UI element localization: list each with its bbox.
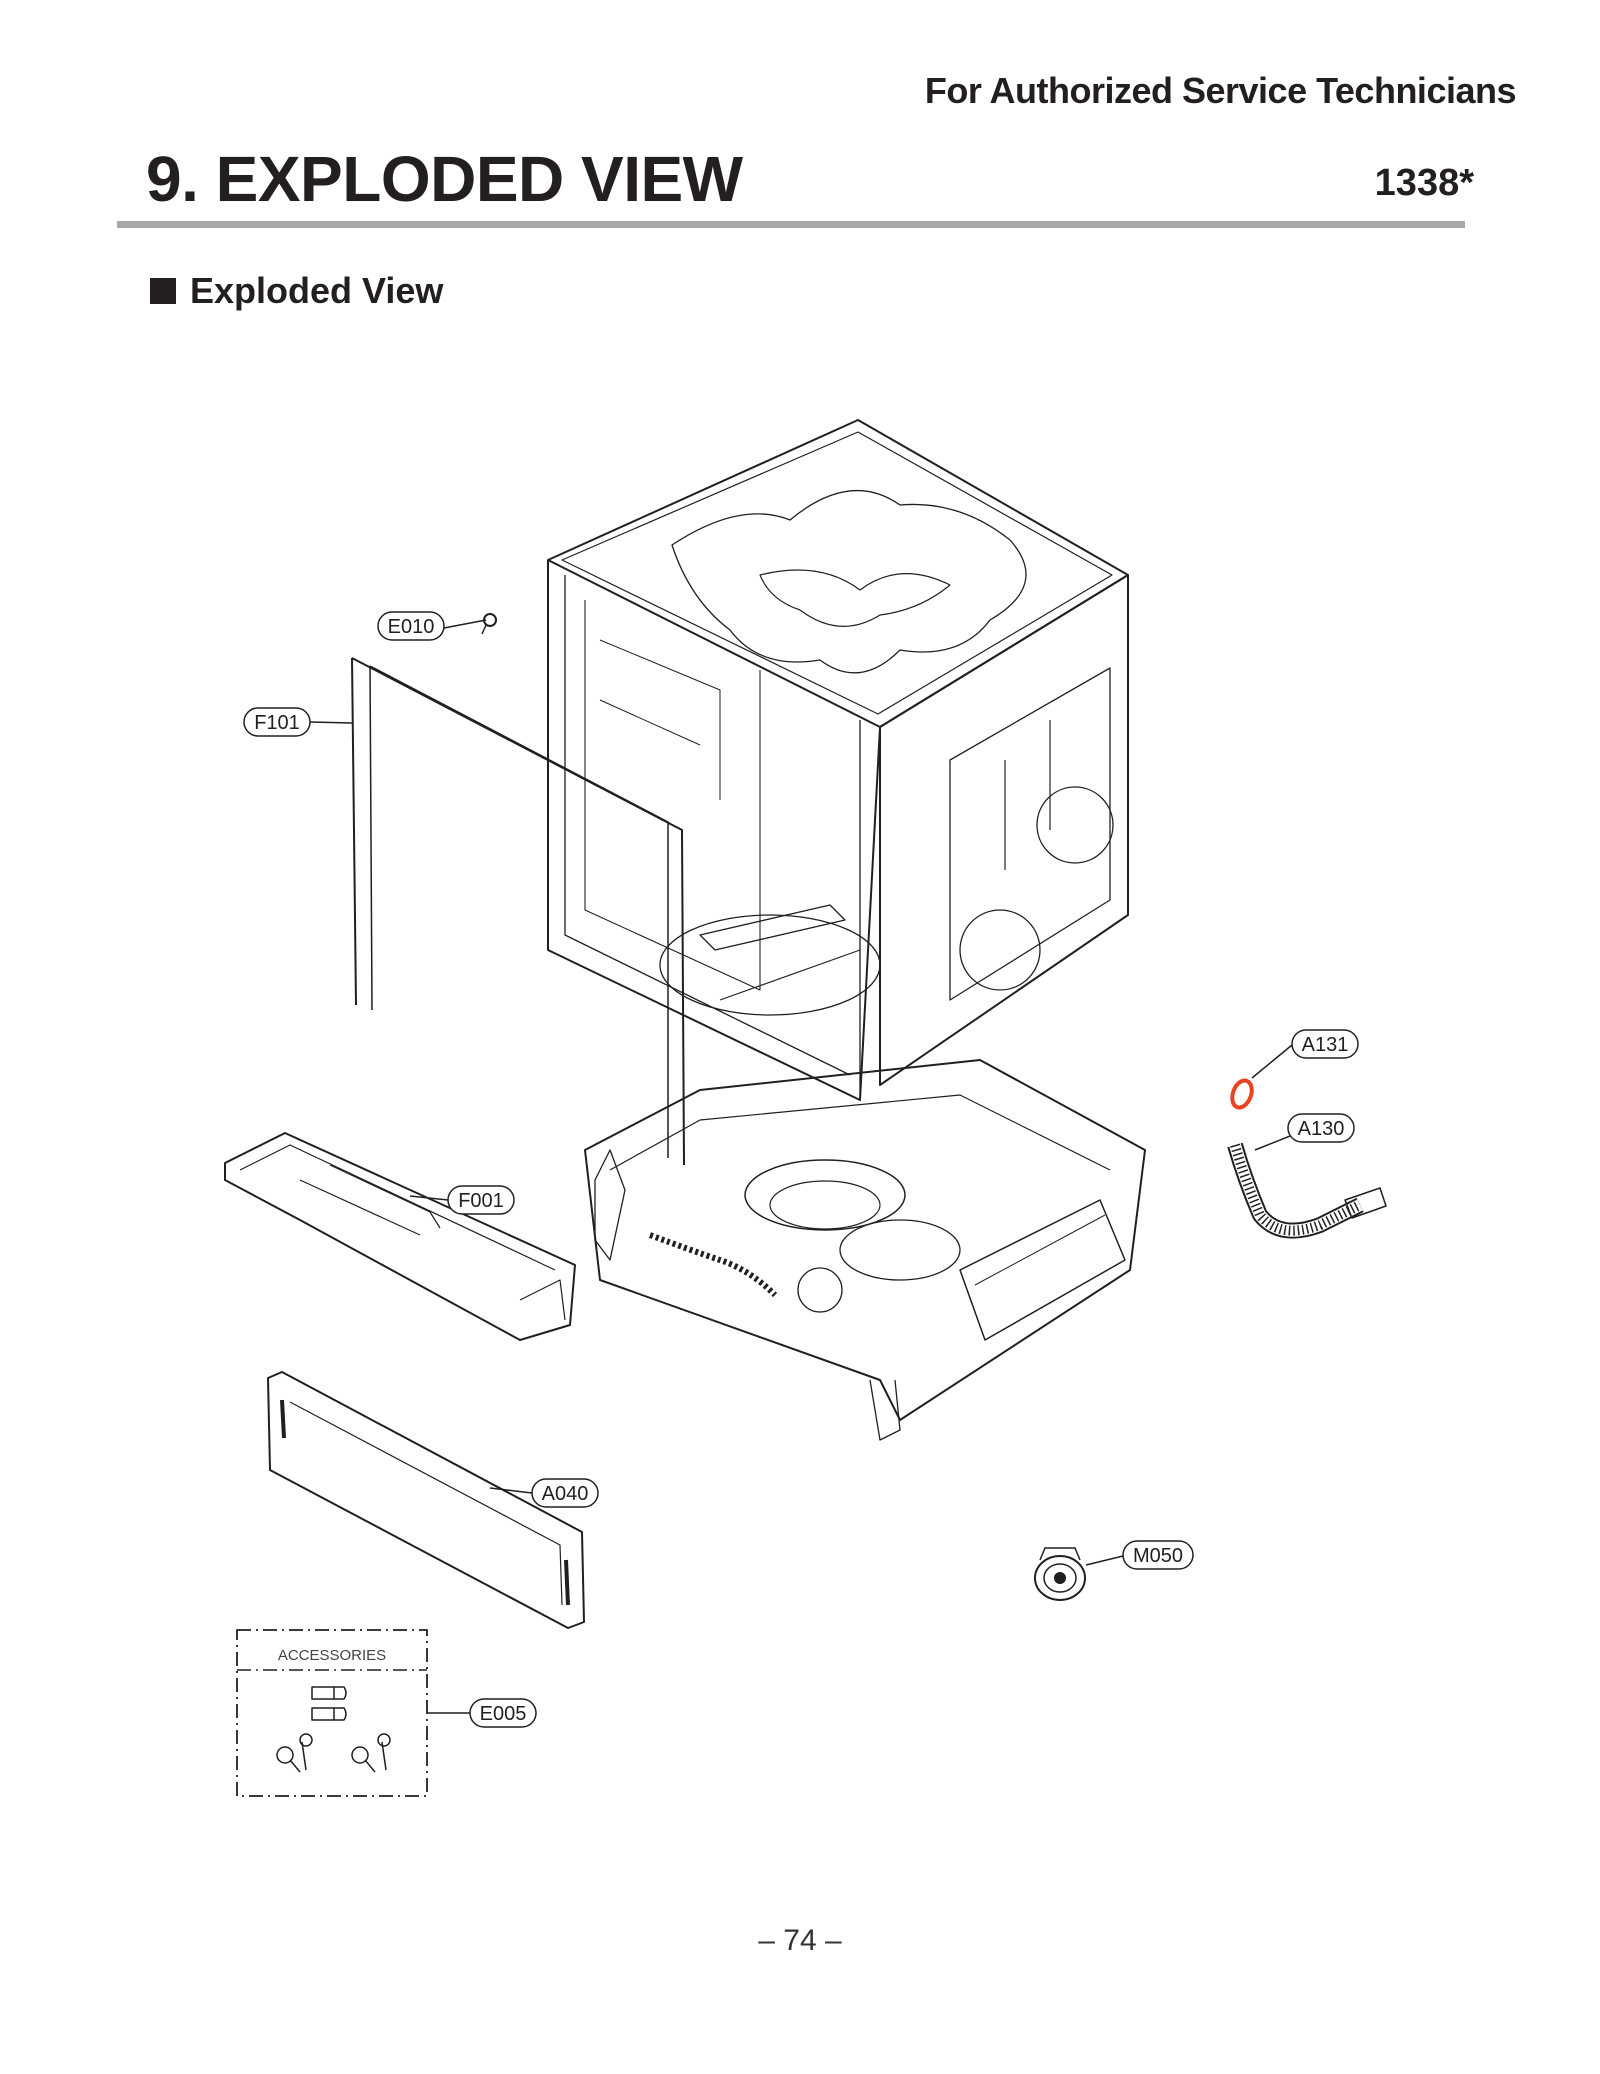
kick-plate-part [267, 1371, 585, 1629]
callout-f001-bubble [447, 1185, 515, 1215]
section-bullet-icon [150, 278, 176, 304]
callout-a130-bubble [1287, 1113, 1355, 1143]
base-assembly [584, 1059, 1146, 1441]
accessory-clips [311, 1686, 347, 1721]
callout-f101: F101 [254, 712, 300, 734]
header-note: For Authorized Service Technicians [924, 70, 1517, 111]
oring-part [1230, 1078, 1254, 1110]
screw-part [481, 613, 497, 635]
callout-f101-bubble [243, 707, 311, 737]
callout-e005-bubble [469, 1698, 537, 1728]
page-title: 9. EXPLODED VIEW [146, 143, 743, 215]
pump-part [1034, 1547, 1086, 1601]
model-code: 1338* [1374, 162, 1474, 204]
bracket-part [224, 1132, 576, 1341]
section-title-text: Exploded View [190, 270, 444, 311]
callout-m050-bubble [1122, 1540, 1194, 1570]
tub-cabinet [547, 419, 1129, 1101]
accessory-screws [276, 1733, 391, 1773]
callout-f001: F001 [458, 1190, 504, 1212]
callout-a040-bubble [531, 1478, 599, 1508]
door-gasket-part [351, 657, 685, 1166]
callout-e010-bubble [377, 611, 445, 641]
callout-a130: A130 [1298, 1118, 1345, 1140]
title-rule [117, 221, 1465, 228]
callout-a040: A040 [542, 1483, 589, 1505]
callout-e010: E010 [388, 616, 435, 638]
callout-a131: A131 [1302, 1034, 1349, 1056]
accessories-label: ACCESSORIES [278, 1647, 386, 1664]
callout-e005: E005 [480, 1703, 527, 1725]
section-title: Exploded View [150, 270, 443, 312]
page-number: – 74 – [758, 1924, 842, 1957]
drain-hose-part [1227, 1142, 1387, 1239]
callout-m050: M050 [1133, 1545, 1183, 1567]
leader-lines [309, 619, 1311, 1714]
callout-a131-bubble [1291, 1029, 1359, 1059]
